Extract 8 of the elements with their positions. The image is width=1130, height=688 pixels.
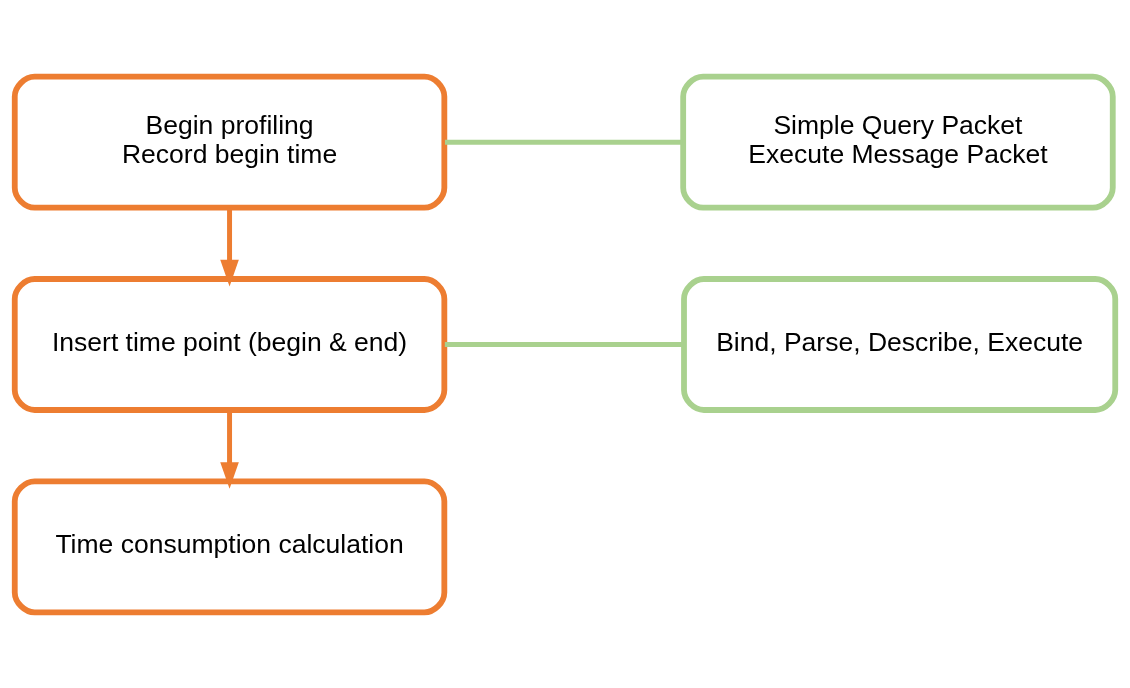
connector xyxy=(444,139,683,145)
node-box: Time consumption calculation xyxy=(11,477,448,615)
node-box: Insert time point (begin & end) xyxy=(11,275,448,413)
node-box: Begin profiling Record begin time xyxy=(11,73,448,211)
node-box: Simple Query Packet Execute Message Packet xyxy=(680,73,1116,211)
connector xyxy=(444,341,684,347)
arrow xyxy=(220,207,239,286)
node-box: Bind, Parse, Describe, Execute xyxy=(681,275,1119,413)
